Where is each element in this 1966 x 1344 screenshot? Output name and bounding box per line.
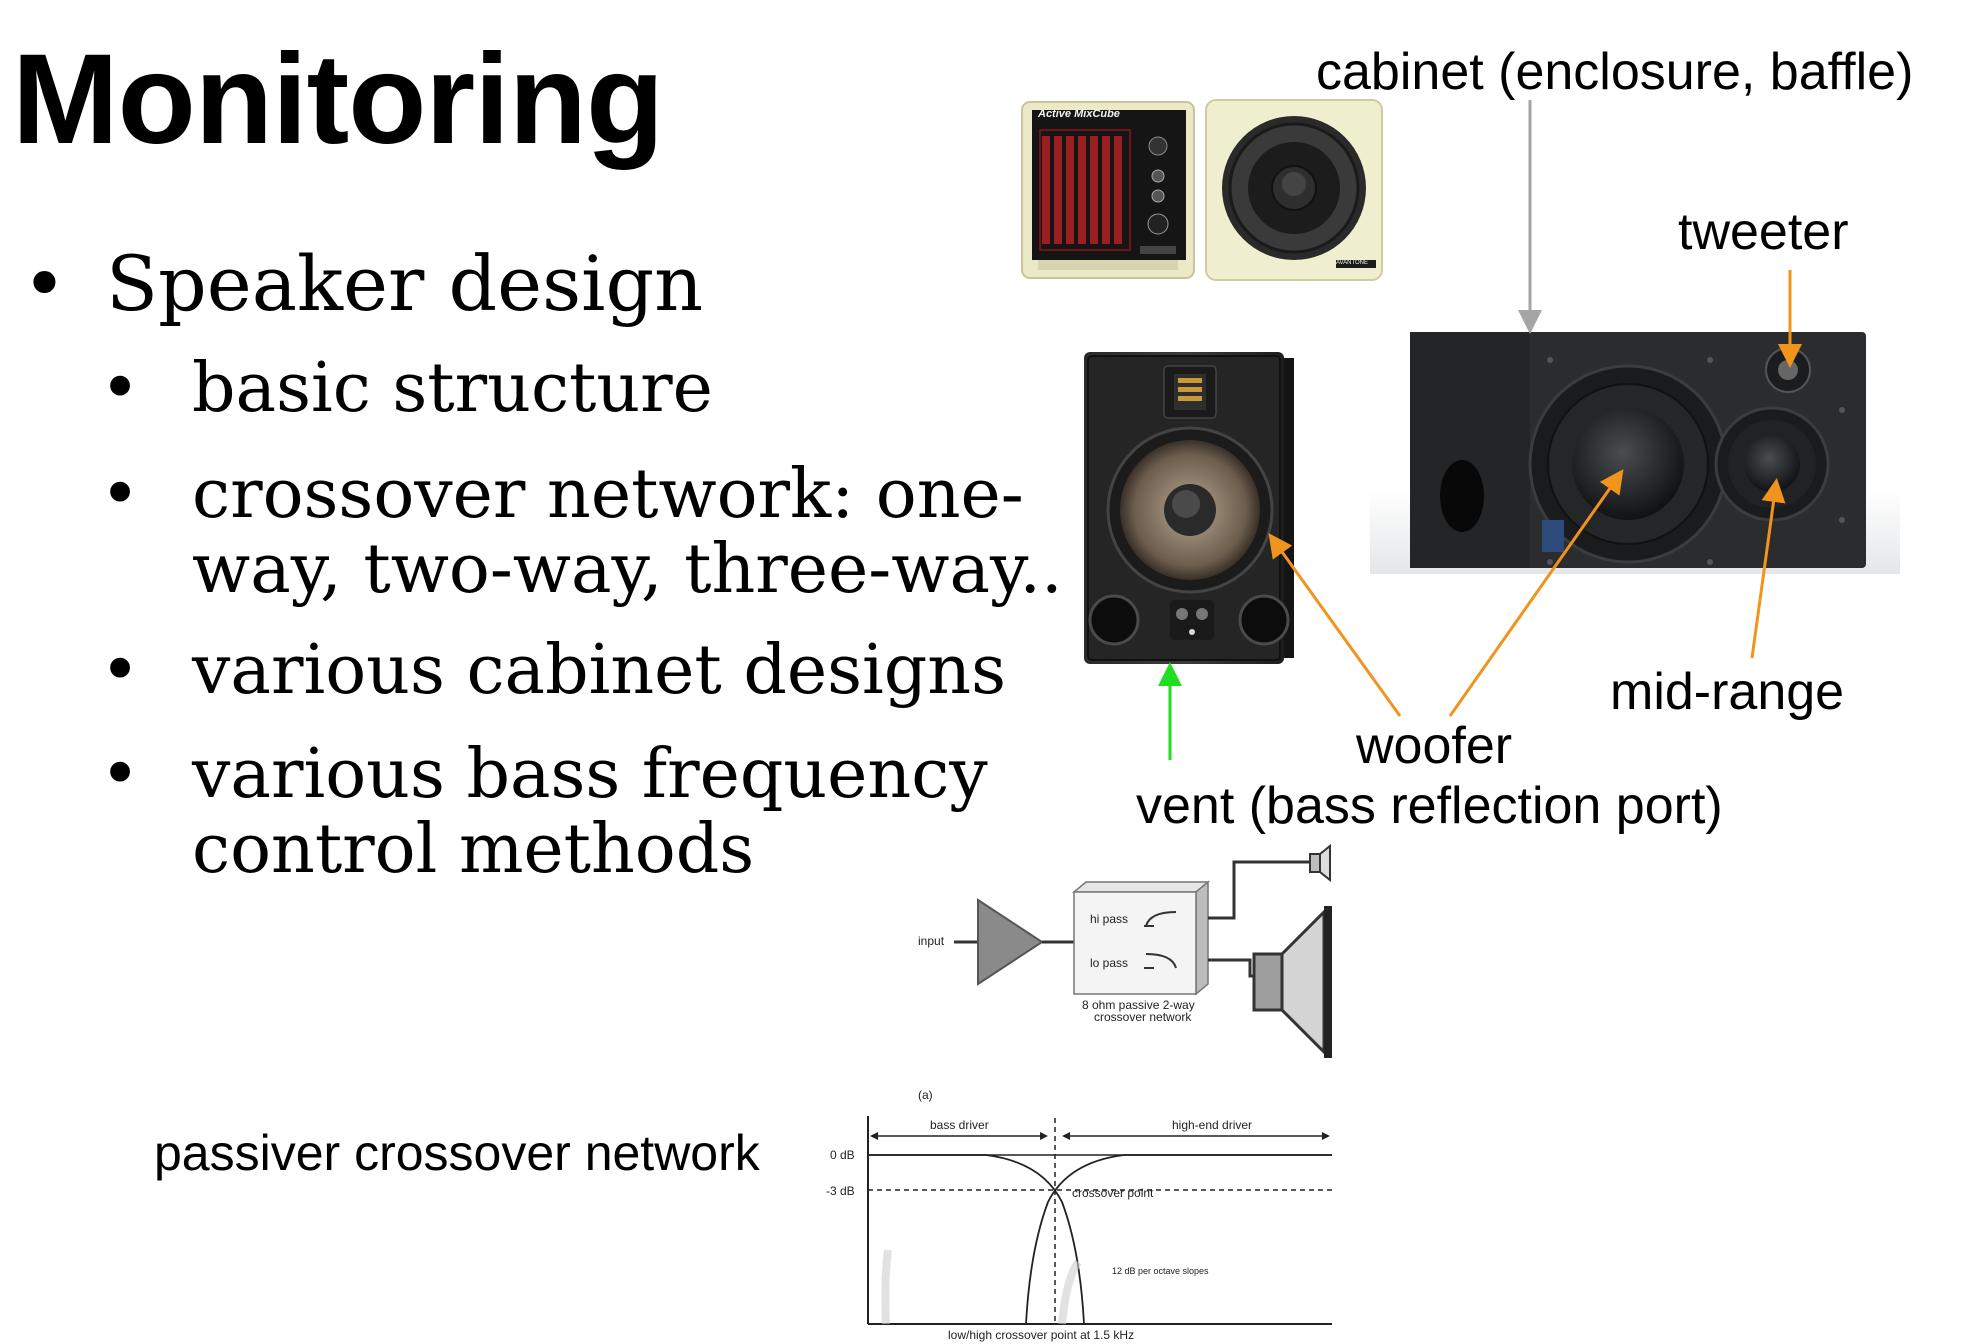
woofer-symbol — [1252, 952, 1284, 1012]
mixcube-brand-label: AVANTONE — [1336, 260, 1369, 266]
bullet-glyph: • — [22, 239, 67, 328]
crossover-response-diagram — [867, 1116, 1332, 1325]
minus3-db-label: -3 dB — [826, 1184, 855, 1198]
bullet-text-line2: way, two-way, three-way.. — [192, 529, 1063, 609]
mid-range-label: mid-range — [1610, 663, 1845, 721]
crossover-point-label: crossover point — [1072, 1186, 1154, 1200]
bottom-crossover-label: low/high crossover point at 1.5 kHz — [948, 1328, 1135, 1342]
bullet-glyph: • — [100, 631, 141, 710]
bullet-glyph: • — [100, 455, 141, 534]
bullet-text: crossover network: one- way, two-way, th… — [192, 455, 1063, 609]
bullet-basic-structure: • basic structure — [100, 349, 713, 428]
cabinet-label: cabinet (enclosure, baffle) — [1316, 43, 1914, 101]
bullet-bass-control: • various bass frequency control methods — [100, 735, 988, 889]
high-end-driver-label: high-end driver — [1172, 1118, 1253, 1132]
bass-driver-label: bass driver — [930, 1118, 989, 1132]
crossover-block-diagram — [954, 843, 1332, 1058]
chart-panel-label: (a) — [918, 1088, 933, 1102]
woofer-label: woofer — [1356, 717, 1513, 775]
bullet-glyph: • — [100, 735, 141, 814]
lo-pass-label: lo pass — [1090, 956, 1129, 970]
two-way-monitor-photo — [1084, 352, 1294, 664]
bullet-text: various cabinet designs — [192, 631, 1006, 710]
bullet-text-line2: control methods — [192, 809, 755, 889]
tweeter-label: tweeter — [1678, 203, 1849, 261]
amplifier-symbol — [977, 898, 1044, 986]
bullet-glyph: • — [100, 349, 141, 428]
bullet-text-line1: various bass frequency — [192, 735, 988, 814]
mixcube-speaker-photo — [1021, 99, 1383, 281]
bullet-text: various bass frequency control methods — [192, 735, 988, 889]
mid-range-arrow — [1750, 478, 1786, 659]
woofer-arrow-left — [1268, 533, 1402, 717]
tweeter-symbol — [1309, 853, 1321, 873]
passive-crossover-caption: passiver crossover network — [154, 1125, 760, 1181]
slopes-label: 12 dB per octave slopes — [1112, 1266, 1209, 1276]
bullet-cabinet-designs: • various cabinet designs — [100, 631, 1006, 710]
vent-label: vent (bass reflection port) — [1136, 777, 1723, 835]
input-label: input — [918, 934, 945, 948]
zero-db-label: 0 dB — [830, 1148, 855, 1162]
hi-pass-label: hi pass — [1090, 912, 1129, 926]
crossover-caption-line1: 8 ohm passive 2-way — [1082, 998, 1195, 1012]
bullet-crossover-network: • crossover network: one- way, two-way, … — [100, 455, 1063, 609]
bullet-text: basic structure — [192, 349, 713, 428]
mixcube-panel-label: Active MixCube — [1038, 108, 1120, 120]
woofer-arrow-right — [1448, 469, 1624, 717]
crossover-caption-line2: crossover network — [1094, 1010, 1192, 1024]
bullet-text: Speaker design — [106, 239, 704, 328]
bullet-text-line1: crossover network: one- — [192, 455, 1024, 534]
bullet-speaker-design: • Speaker design — [22, 246, 703, 322]
slide-title: Monitoring — [12, 28, 664, 171]
